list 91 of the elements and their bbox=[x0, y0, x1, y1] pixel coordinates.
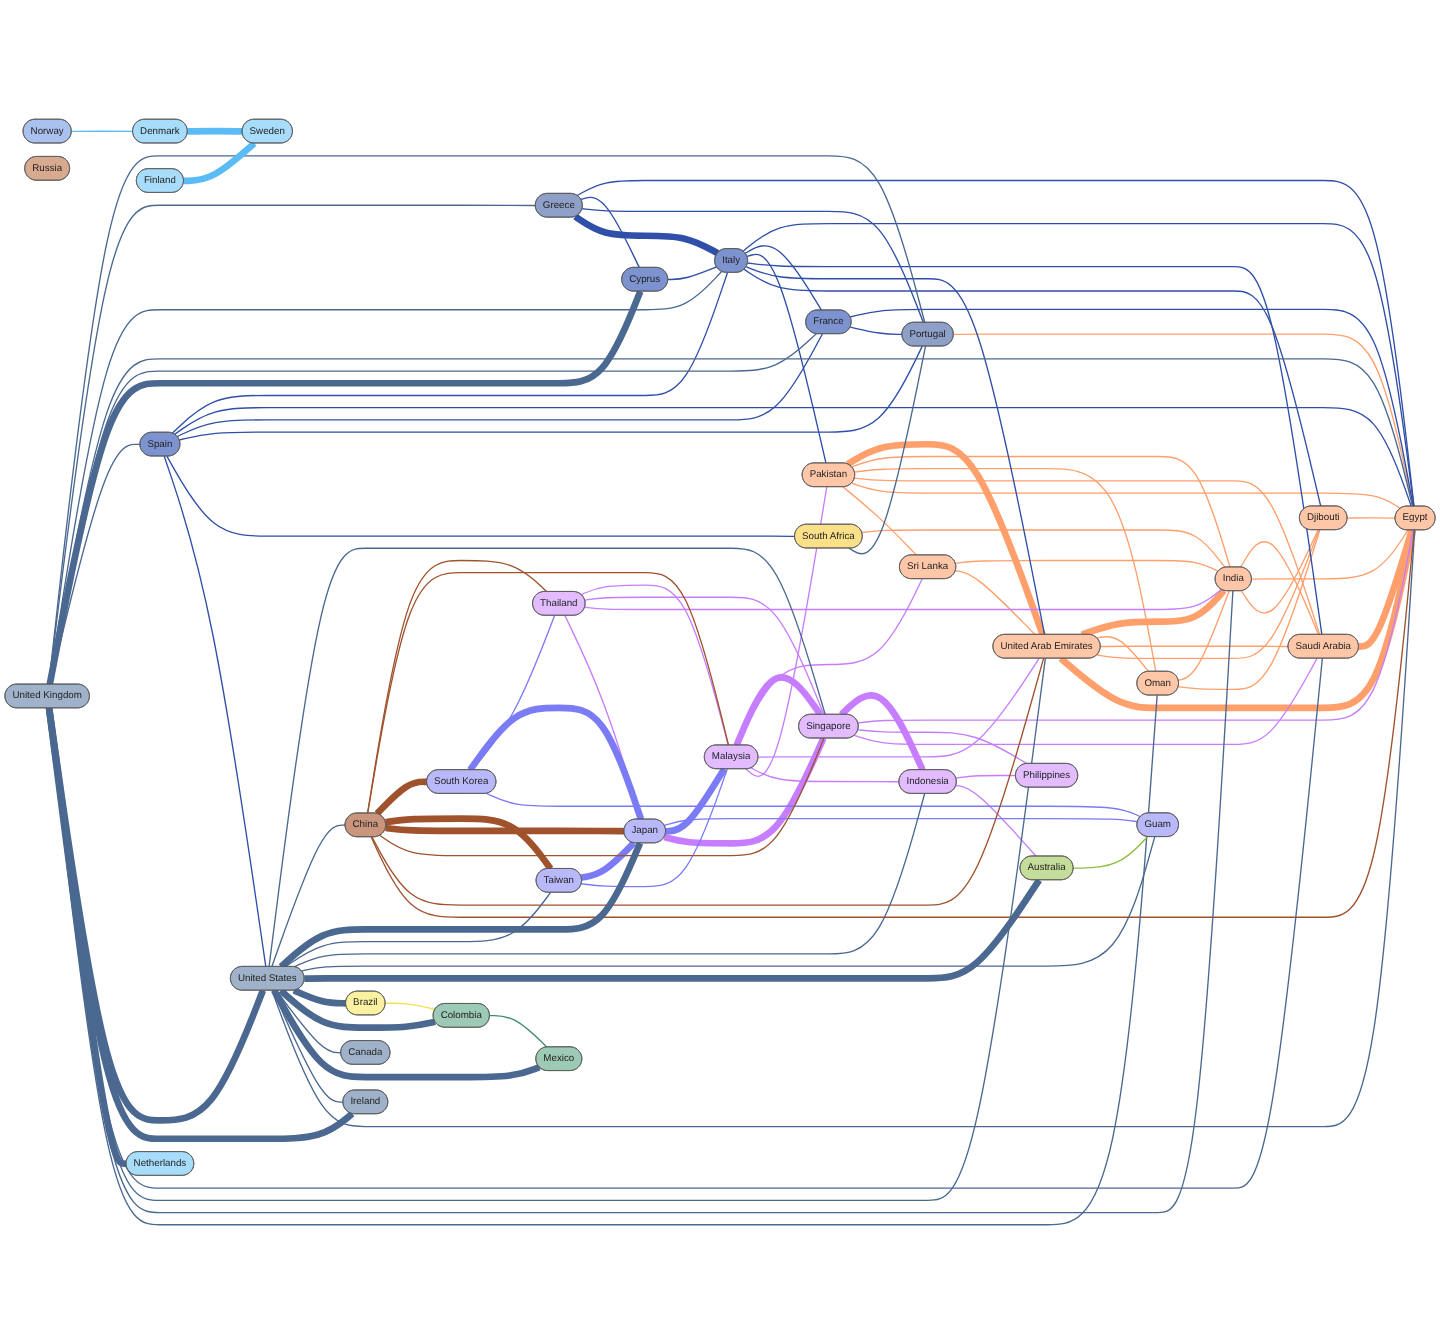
connector bbox=[384, 1002, 436, 1011]
connector bbox=[853, 657, 1318, 746]
connector bbox=[271, 529, 1416, 1128]
connector bbox=[385, 824, 625, 835]
connector bbox=[379, 737, 825, 857]
connector bbox=[367, 572, 730, 814]
connector bbox=[581, 208, 924, 324]
connector bbox=[366, 559, 548, 814]
connector bbox=[743, 268, 1322, 507]
connector bbox=[849, 326, 903, 336]
connector bbox=[1177, 590, 1230, 681]
connector bbox=[576, 179, 1415, 508]
connector bbox=[292, 987, 346, 1007]
connector bbox=[1099, 645, 1289, 648]
connector bbox=[955, 784, 1037, 857]
connector bbox=[861, 529, 1226, 569]
connector bbox=[663, 736, 827, 847]
connector bbox=[1096, 635, 1150, 673]
connector bbox=[580, 768, 728, 888]
connector bbox=[278, 841, 644, 970]
connector bbox=[45, 707, 127, 1168]
connector bbox=[842, 486, 918, 556]
connector bbox=[954, 559, 1219, 573]
connector bbox=[178, 345, 923, 441]
connector bbox=[183, 140, 257, 185]
connector bbox=[48, 270, 723, 686]
connector bbox=[580, 584, 729, 746]
connector bbox=[268, 547, 826, 968]
connector bbox=[838, 692, 926, 772]
connector bbox=[667, 266, 718, 281]
connector bbox=[489, 1014, 548, 1048]
connector bbox=[304, 878, 1042, 982]
connector bbox=[580, 196, 640, 269]
connector bbox=[171, 272, 729, 434]
connector bbox=[1072, 836, 1148, 869]
connector bbox=[733, 674, 824, 747]
connector bbox=[46, 290, 644, 685]
connector bbox=[857, 729, 1028, 765]
connector bbox=[1240, 541, 1320, 636]
connector bbox=[271, 824, 346, 968]
connector bbox=[851, 455, 1231, 568]
connector bbox=[70, 130, 134, 133]
connector bbox=[301, 836, 1156, 972]
connector bbox=[744, 245, 823, 311]
connector bbox=[573, 213, 720, 257]
connector bbox=[580, 840, 637, 881]
connector bbox=[745, 486, 828, 778]
connector bbox=[485, 792, 1142, 818]
connector bbox=[1096, 529, 1320, 660]
connector bbox=[166, 455, 796, 538]
connector bbox=[1177, 529, 1321, 691]
connector bbox=[857, 529, 1414, 724]
connector bbox=[467, 704, 645, 821]
connector bbox=[853, 468, 1157, 673]
connector bbox=[954, 570, 1036, 636]
connector bbox=[742, 222, 1415, 508]
connector bbox=[1358, 529, 1416, 650]
connector bbox=[187, 127, 243, 135]
connector bbox=[385, 815, 554, 871]
connector bbox=[745, 266, 1046, 636]
connector bbox=[853, 477, 1321, 636]
connector bbox=[173, 407, 1412, 508]
connector bbox=[371, 657, 1045, 906]
connector bbox=[293, 793, 926, 968]
connector bbox=[374, 778, 428, 816]
connector bbox=[272, 989, 344, 1103]
connector bbox=[757, 657, 1040, 758]
connector bbox=[584, 588, 1222, 611]
connector bbox=[1346, 517, 1397, 519]
connector bbox=[584, 596, 825, 716]
connector bbox=[370, 529, 1415, 918]
connector bbox=[278, 988, 436, 1032]
connector bbox=[1058, 529, 1417, 712]
connector bbox=[663, 817, 1139, 827]
connector bbox=[851, 482, 1402, 510]
connector bbox=[284, 891, 552, 968]
connector bbox=[848, 345, 927, 555]
connector bbox=[176, 333, 824, 438]
connector bbox=[163, 455, 267, 968]
connector bbox=[849, 308, 1414, 508]
connector bbox=[746, 253, 827, 464]
connector bbox=[1080, 588, 1227, 638]
connector bbox=[1251, 529, 1409, 580]
connector bbox=[955, 774, 1017, 779]
connector bbox=[1240, 529, 1319, 614]
connector bbox=[845, 440, 1046, 636]
connector bbox=[750, 767, 900, 783]
connector bbox=[665, 767, 728, 835]
connector bbox=[48, 155, 926, 686]
connector bbox=[271, 988, 541, 1081]
connector bbox=[747, 262, 1323, 636]
